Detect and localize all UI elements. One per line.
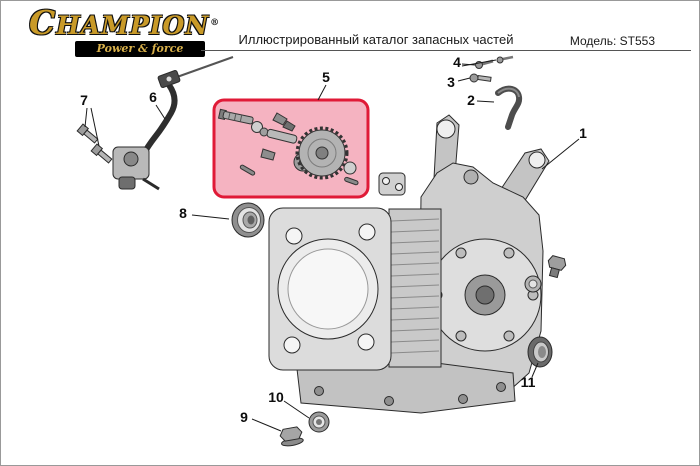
model-value: ST553 <box>619 34 655 48</box>
callout-4: 4 <box>453 54 461 70</box>
callout-2: 2 <box>467 92 475 108</box>
header-divider <box>201 50 691 51</box>
brand-text: CHAMPION <box>29 3 210 42</box>
champion-logo: CHAMPION® Power & force <box>29 6 219 58</box>
model-caption: Модель: <box>569 34 617 48</box>
callout-1: 1 <box>579 125 587 141</box>
bolt-pair <box>76 123 113 164</box>
engine-block <box>268 114 550 414</box>
page-title: Иллюстрированный каталог запасных частей <box>238 32 514 47</box>
governor-arm <box>112 56 234 191</box>
screw-3 <box>469 73 492 83</box>
callout-10: 10 <box>268 389 284 405</box>
sealing-washer <box>308 411 330 433</box>
callout-7: 7 <box>80 92 88 108</box>
flange-bolt <box>279 426 304 447</box>
drain-plug <box>524 255 567 293</box>
brand-tagline: Power & force <box>75 40 205 58</box>
registered-mark: ® <box>210 17 221 28</box>
brand-wordmark: CHAMPION® <box>29 6 219 41</box>
callout-6: 6 <box>149 89 157 105</box>
oil-seal <box>527 336 553 368</box>
callout-9: 9 <box>240 409 248 425</box>
camshaft-assembly <box>217 108 359 186</box>
callout-11: 11 <box>520 374 536 390</box>
callout-5: 5 <box>322 69 330 85</box>
callout-3: 3 <box>447 74 455 90</box>
callout-8: 8 <box>179 205 187 221</box>
bearing <box>231 202 265 238</box>
breather-tube <box>495 85 523 130</box>
model-label: Модель: ST553 <box>570 34 655 48</box>
leader-lines <box>84 59 580 432</box>
